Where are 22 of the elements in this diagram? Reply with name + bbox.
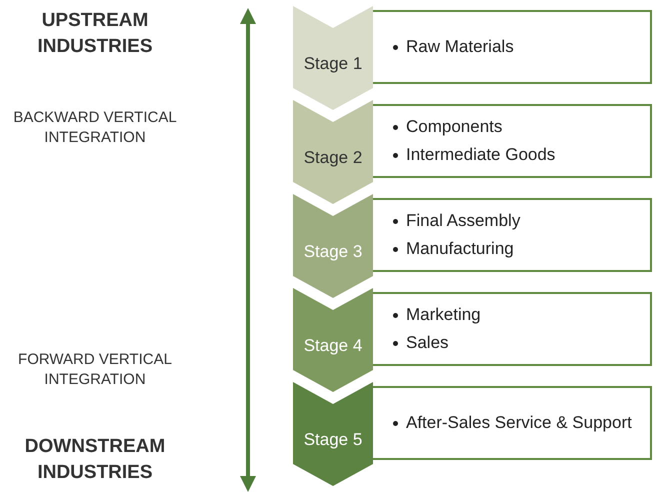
industry-heading: UPSTREAM INDUSTRIES xyxy=(36,9,154,59)
bullet-text: Components xyxy=(406,117,502,137)
stage-label: Stage 3 xyxy=(302,242,364,262)
stage-label: Stage 5 xyxy=(302,430,364,450)
bullet-text: After-Sales Service & Support xyxy=(406,413,632,433)
bullet-text: Marketing xyxy=(406,305,481,325)
integration-label: FORWARD VERTICAL INTEGRATION xyxy=(17,350,173,390)
stage-box xyxy=(373,292,652,366)
integration-label: BACKWARD VERTICAL INTEGRATION xyxy=(12,108,178,148)
stage-box xyxy=(373,104,652,178)
bullet-text: Intermediate Goods xyxy=(406,145,556,165)
bullet-text: Final Assembly xyxy=(406,211,520,231)
stage-box xyxy=(373,10,652,84)
bullet-text: Manufacturing xyxy=(406,239,514,259)
industry-heading: DOWNSTREAM INDUSTRIES xyxy=(24,435,166,485)
stage-box xyxy=(373,386,652,460)
bullet-text: Sales xyxy=(406,333,449,353)
stage-label: Stage 4 xyxy=(302,336,364,356)
bullet-text: Raw Materials xyxy=(406,37,514,57)
stage-label: Stage 2 xyxy=(302,148,364,168)
stage-box xyxy=(373,198,652,272)
stage-label: Stage 1 xyxy=(302,54,364,74)
